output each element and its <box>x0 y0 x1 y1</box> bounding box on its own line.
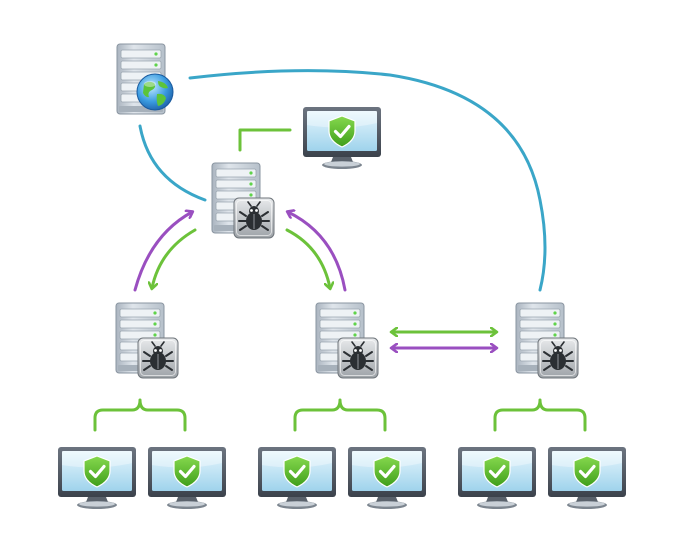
workstation-3 <box>256 445 338 511</box>
workstation-6 <box>546 445 628 511</box>
globe-icon <box>136 73 174 111</box>
internet-server <box>116 43 174 115</box>
central-server <box>211 162 275 239</box>
green-bracket-right-server-to-workstations <box>493 398 587 432</box>
workstation-2 <box>146 445 228 511</box>
middle-server <box>315 302 379 379</box>
bug-badge-icon <box>537 337 579 379</box>
bug-badge-icon <box>233 197 275 239</box>
left-server <box>115 302 179 379</box>
purple-arrow-middle-to-central <box>288 212 347 292</box>
bug-badge-icon <box>337 337 379 379</box>
purple-arrow-left-to-central <box>133 212 192 292</box>
workstation-1 <box>56 445 138 511</box>
workstation-5 <box>456 445 538 511</box>
admin-workstation <box>301 105 383 171</box>
workstation-4 <box>346 445 428 511</box>
green-link-admin-to-central <box>238 128 292 152</box>
blue-link-internet-to-central <box>138 124 207 202</box>
bug-badge-icon <box>137 337 179 379</box>
green-bracket-left-server-to-workstations <box>93 398 187 432</box>
right-server <box>515 302 579 379</box>
green-bracket-middle-server-to-workstations <box>293 398 387 432</box>
blue-link-internet-to-right-server <box>188 69 547 292</box>
green-arrow-central-to-middle <box>285 228 330 288</box>
green-arrow-central-to-left <box>152 228 197 288</box>
links-layer <box>93 69 587 432</box>
